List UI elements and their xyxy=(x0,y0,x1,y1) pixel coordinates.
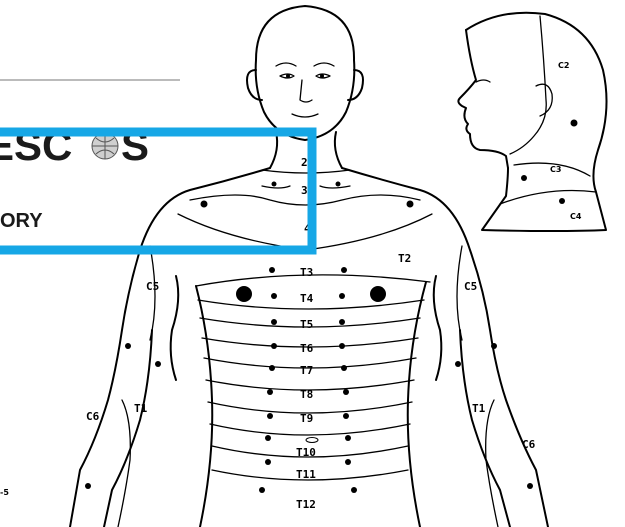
page-number-fragment: -5 xyxy=(0,488,9,497)
label-t7: T7 xyxy=(300,364,313,377)
globe-icon xyxy=(92,133,118,159)
dermatome-point xyxy=(265,459,271,465)
label-t10: T10 xyxy=(296,446,316,459)
label-c5-left: C5 xyxy=(146,280,159,293)
label-t2: T2 xyxy=(398,252,411,265)
label-t12: T12 xyxy=(296,498,316,511)
dermatome-point xyxy=(271,343,277,349)
head-front xyxy=(247,6,363,140)
label-c3-profile: C3 xyxy=(550,165,561,174)
dermatome-point xyxy=(341,267,347,273)
dermatome-point xyxy=(521,175,527,181)
dermatome-point xyxy=(267,389,273,395)
dermatome-point xyxy=(267,413,273,419)
dermatome-point xyxy=(527,483,533,489)
dermatome-point xyxy=(339,343,345,349)
dermatome-point xyxy=(271,319,277,325)
label-t3: T3 xyxy=(300,266,313,279)
section-title-fragment: ORY xyxy=(0,210,43,232)
dermatome-point xyxy=(85,483,91,489)
dermatome-point xyxy=(271,293,277,299)
dermatome-point xyxy=(269,365,275,371)
dermatome-point xyxy=(455,361,461,367)
dermatome-point xyxy=(351,487,357,493)
dermatome-point xyxy=(201,201,208,208)
dermatome-point xyxy=(343,389,349,395)
nipple-point xyxy=(370,286,386,302)
label-t6: T6 xyxy=(300,342,314,355)
label-t11: T11 xyxy=(296,468,316,481)
label-t1-left: T1 xyxy=(134,402,148,415)
label-neck-c2: 2 xyxy=(301,156,308,169)
label-c6-left: C6 xyxy=(86,410,100,423)
dermatome-point xyxy=(407,201,414,208)
label-t5: T5 xyxy=(300,318,313,331)
label-t4: T4 xyxy=(300,292,314,305)
dermatome-point xyxy=(125,343,131,349)
head-profile-inset: C2 C3 C4 xyxy=(458,13,606,231)
dermatome-point xyxy=(259,487,265,493)
dermatome-point xyxy=(265,435,271,441)
dermatome-point xyxy=(269,267,275,273)
dermatome-point xyxy=(571,120,578,127)
dermatome-point xyxy=(491,343,497,349)
label-c5-right: C5 xyxy=(464,280,477,293)
dermatome-point xyxy=(345,459,351,465)
dermatome-point xyxy=(343,413,349,419)
label-neck-c3: 3 xyxy=(301,184,308,197)
dermatome-point xyxy=(155,361,161,367)
dermatome-point xyxy=(559,198,565,204)
label-c6-right: C6 xyxy=(522,438,536,451)
nipple-point xyxy=(236,286,252,302)
label-t8: T8 xyxy=(300,388,313,401)
dermatome-point xyxy=(339,319,345,325)
umbilicus xyxy=(306,438,318,443)
dermatome-point xyxy=(345,435,351,441)
neck: 2 3 xyxy=(262,132,350,197)
label-t1-right: T1 xyxy=(472,402,486,415)
label-c4-profile: C4 xyxy=(570,212,582,221)
label-c2-profile: C2 xyxy=(558,61,569,70)
label-t9: T9 xyxy=(300,412,313,425)
dermatome-point xyxy=(339,293,345,299)
dermatome-point xyxy=(341,365,347,371)
